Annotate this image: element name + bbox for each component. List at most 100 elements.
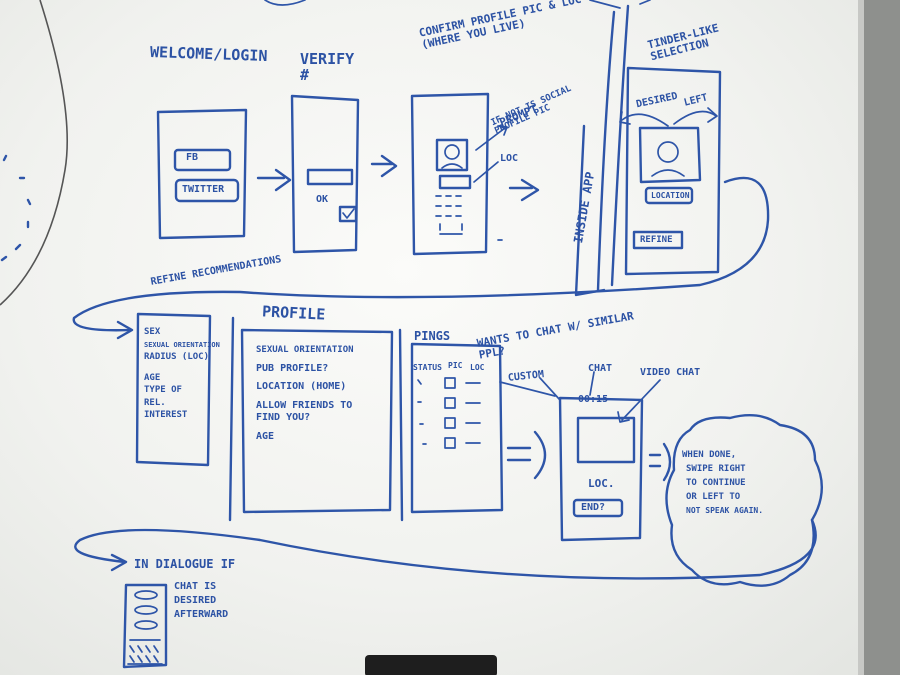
- location-label: LOCATION: [651, 191, 690, 200]
- login-screen-frame: [156, 108, 248, 240]
- arrow-2: [370, 154, 398, 178]
- ping-pic-4: [444, 437, 456, 449]
- cloud-line: TO CONTINUE: [686, 478, 746, 488]
- pings-col-status: STATUS: [413, 363, 442, 372]
- cloud-text: WHEN DONE, SWIPE RIGHT TO CONTINUE OR LE…: [682, 448, 812, 518]
- twitter-label: TWITTER: [182, 184, 225, 195]
- divider-1: [228, 316, 235, 522]
- twitter-login-button: [174, 178, 240, 203]
- tinder-card: [638, 126, 702, 184]
- cloud-line: NOT SPEAK AGAIN.: [686, 506, 764, 515]
- tinder-avatar-shoulders: [651, 169, 685, 177]
- verify-ok-label: OK: [316, 194, 329, 205]
- loc-label: LOC: [500, 153, 519, 164]
- arrow-to-chat: [506, 430, 547, 480]
- chat-loc-label: LOC.: [588, 477, 615, 490]
- dialogue-line: AFTERWARD: [174, 609, 229, 620]
- dashed-arc: [0, 154, 32, 262]
- heading-profile: PROFILE: [261, 302, 326, 324]
- profile-item: ALLOW FRIENDS TO FIND YOU?: [256, 399, 353, 424]
- swipe-left-arrow: [619, 111, 669, 127]
- board-frame-edge: [858, 0, 864, 675]
- cloud-line: OR LEFT TO: [686, 492, 741, 502]
- profile-item: LOCATION (HOME): [256, 381, 347, 392]
- loc-pointer-line: [473, 161, 499, 183]
- cloud-line: WHEN DONE,: [682, 450, 737, 460]
- chat-label: CHAT: [588, 363, 613, 374]
- dialogue-line: CHAT IS: [174, 581, 217, 592]
- divider-2: [398, 328, 404, 522]
- refine-item: SEX: [144, 327, 161, 337]
- loop-arrow-to-refine: [72, 176, 770, 332]
- tinder-refine-button: [632, 230, 684, 250]
- cloud-line: SWIPE RIGHT: [686, 464, 746, 474]
- dialogue-line: DESIRED: [174, 595, 217, 606]
- ping-status-marks: [417, 379, 427, 445]
- top-scribble: [264, 0, 306, 6]
- refine-item: SEXUAL ORIENTATION: [144, 340, 220, 349]
- verify-code-field: [306, 168, 354, 186]
- profile-item: AGE: [256, 430, 275, 442]
- end-button: [572, 498, 624, 518]
- video-area: [576, 416, 636, 464]
- confirm-loc-field: [438, 174, 472, 190]
- video-chat-label: VIDEO CHAT: [640, 367, 701, 378]
- dialogue-arrow-head: [110, 553, 128, 572]
- board-frame-right: [862, 0, 900, 675]
- dialogue-text: CHAT IS DESIRED AFTERWARD: [174, 580, 228, 622]
- fb-login-button: [173, 148, 232, 172]
- profile-item: SEXUAL ORIENTATION: [256, 345, 354, 355]
- dialogue-keyboard-hatch: [127, 639, 163, 665]
- swipe-right-arrow: [673, 107, 718, 125]
- refine-panel-frame: [135, 312, 212, 467]
- video-chat-pointer: [617, 379, 661, 423]
- top-right-marks: [589, 0, 651, 9]
- confirm-keypad: [435, 195, 463, 235]
- ping-loc-lines: [465, 382, 481, 444]
- fb-label: FB: [186, 152, 199, 163]
- ping-pic-3: [444, 417, 456, 429]
- profile-item: PUB PROFILE?: [256, 362, 329, 374]
- chat-pointer: [589, 371, 595, 396]
- avatar-head: [444, 144, 460, 160]
- loop-arrow-head: [116, 320, 134, 340]
- verify-screen-frame: [290, 94, 360, 254]
- prompt-pointer-arrow: [475, 125, 508, 151]
- heading-in-dialogue: IN DIALOGUE IF: [134, 557, 236, 571]
- refine-button-label: REFINE: [640, 235, 673, 245]
- erased-loop: [0, 0, 69, 306]
- heading-verify: VERIFY #: [300, 50, 355, 84]
- refine-list: SEX SEXUAL ORIENTATION RADIUS (LOC) AGE …: [144, 326, 220, 422]
- verify-check-mark: [342, 208, 355, 219]
- confirm-profile-pic: [435, 138, 469, 172]
- bubble-3: [134, 620, 158, 630]
- arrow-to-cloud: [648, 442, 672, 482]
- refine-item: RADIUS (LOC): [144, 352, 210, 362]
- refine-item: AGE: [144, 372, 161, 383]
- marker-tray-clip: [365, 655, 497, 675]
- pings-col-loc: LOC: [470, 363, 485, 372]
- chat-timer: 00:15: [578, 394, 609, 405]
- arrow-1: [256, 168, 292, 192]
- ping-pic-2: [444, 397, 456, 409]
- chat-screen-frame: [558, 396, 644, 542]
- tinder-avatar-head: [657, 141, 679, 163]
- bubble-2: [134, 605, 158, 615]
- confirm-screen-frame: [410, 92, 490, 256]
- pings-col-pic: PIC: [448, 361, 463, 370]
- inside-app-divider-2: [610, 4, 630, 287]
- ping-pic-1: [444, 377, 456, 389]
- pings-panel-frame: [410, 342, 504, 514]
- heading-pings: PINGS: [414, 329, 451, 343]
- avatar-shoulders: [441, 163, 463, 169]
- dialogue-phone-frame: [122, 583, 168, 669]
- verify-checkbox: [338, 205, 358, 223]
- custom-pointer: [539, 377, 561, 401]
- ping-to-chat-line: [499, 381, 556, 397]
- profile-panel-frame: [240, 328, 394, 514]
- end-button-label: END?: [581, 502, 606, 513]
- speech-cloud: [665, 414, 824, 587]
- refine-item: TYPE OF REL. INTEREST: [144, 385, 188, 420]
